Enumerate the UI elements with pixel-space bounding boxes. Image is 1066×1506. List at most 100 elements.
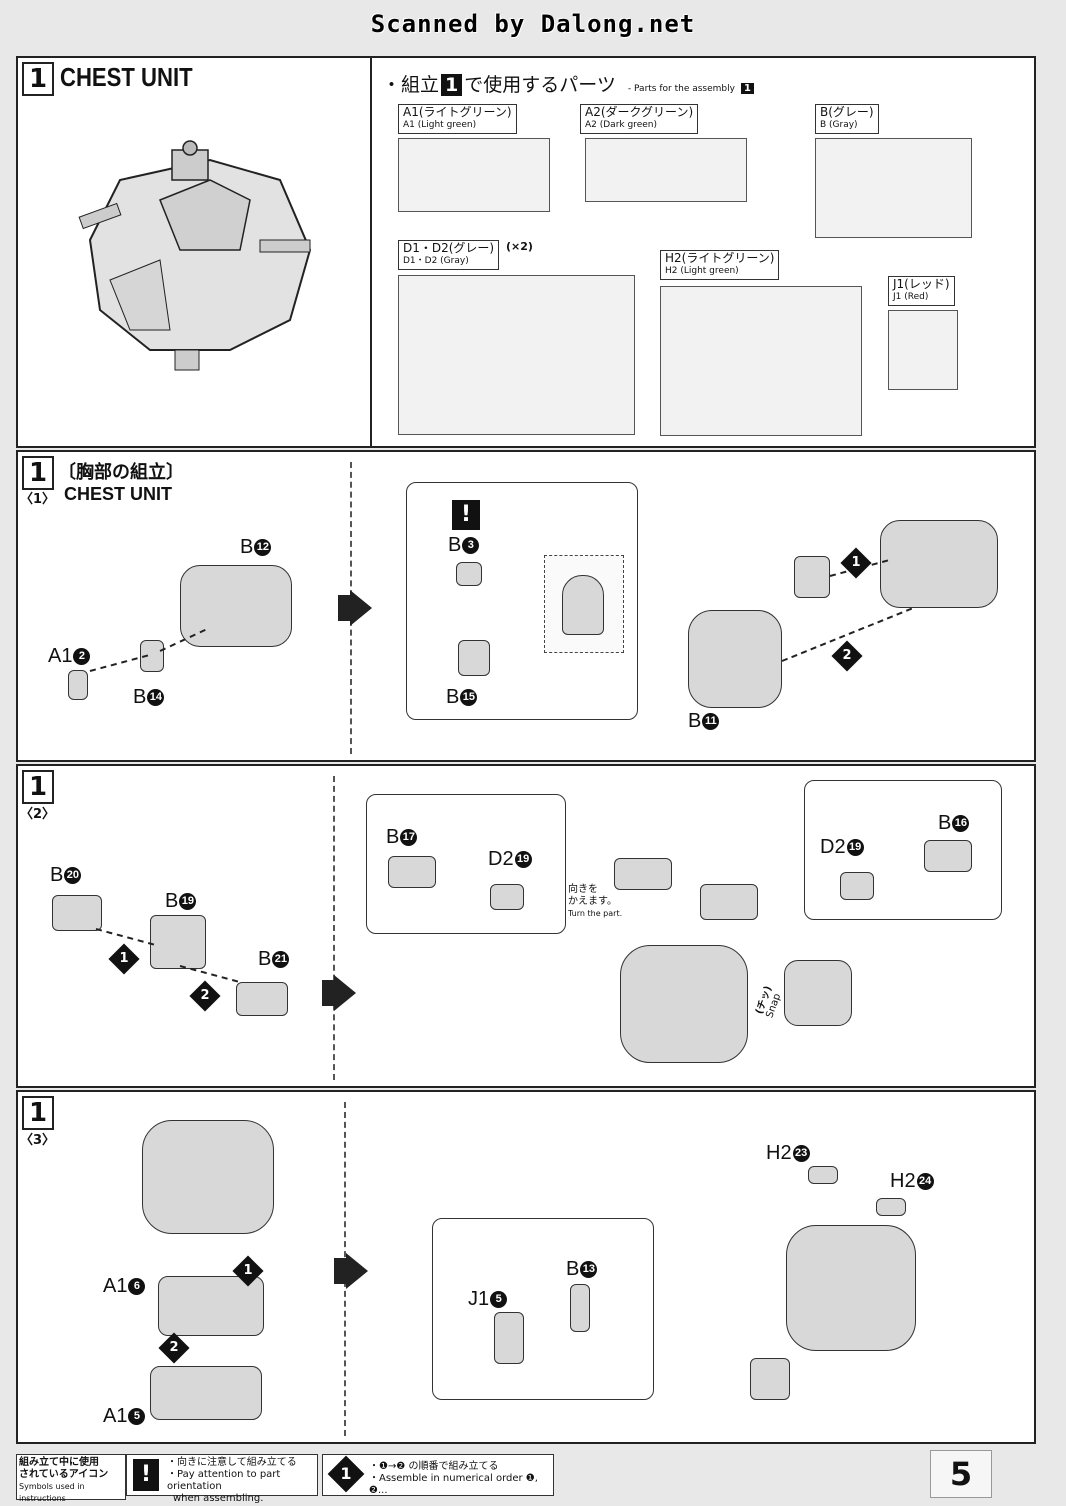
step2-flow-arrow <box>334 975 356 1011</box>
step3-detail-popup <box>432 1218 654 1400</box>
parts-heading-num: 1 <box>441 74 463 96</box>
step2-divider <box>333 776 335 1080</box>
part-b15 <box>458 640 490 676</box>
step1-warning-icon: ! <box>452 500 480 530</box>
step1-flow-bar <box>338 595 350 621</box>
part-b16 <box>924 840 972 872</box>
step2-number: 1 <box>22 770 54 804</box>
watermark: Scanned by Dalong.net <box>370 10 696 38</box>
step2-sub: 〈2〉 <box>20 807 56 822</box>
sprue-label-h2: H2(ライトグリーン)H2 (Light green) <box>660 250 780 280</box>
part-chest-assembly-final <box>786 1225 916 1351</box>
step3-order-1: 1 <box>232 1255 264 1287</box>
part-b11 <box>688 610 782 708</box>
part-b12 <box>180 565 292 647</box>
part-side-unit <box>784 960 852 1026</box>
sprue-h2-drawing <box>660 286 862 436</box>
step1-order-2: 2 <box>831 640 863 672</box>
part-h2-24 <box>876 1198 906 1216</box>
sprue-a2-drawing <box>585 138 747 202</box>
step3-number: 1 <box>22 1096 54 1130</box>
part-d2-19-left <box>490 884 524 910</box>
page-number: 5 <box>930 1450 992 1498</box>
footer-icons-legend: 組み立て中に使用 されているアイコン Symbols used in instr… <box>16 1454 126 1503</box>
part-chest-top <box>880 520 998 608</box>
sprue-a1-drawing <box>398 138 550 212</box>
part-b3 <box>456 562 482 586</box>
sprue-label-d1-d2: D1・D2(グレー)D1・D2 (Gray) <box>398 240 500 270</box>
step1-order-1: 1 <box>840 547 872 579</box>
part-chest-assembly-3 <box>142 1120 274 1234</box>
part-b16-assembled <box>700 884 758 920</box>
sprue-j1-drawing <box>888 310 958 390</box>
part-h2-23 <box>808 1166 838 1184</box>
step2-order-1: 1 <box>108 943 140 975</box>
part-b19 <box>150 915 206 969</box>
part-a1-5 <box>150 1366 262 1420</box>
warning-icon: ! <box>133 1459 159 1491</box>
step1-sub: 〈1〉 <box>20 492 56 507</box>
part-j1-5-assembled <box>750 1358 790 1400</box>
parts-heading-jp: ・組立 <box>382 74 440 96</box>
step3-flow-bar <box>334 1258 346 1284</box>
footer-warning-legend: ! ・向きに注意して組み立てる ・Pay attention to part o… <box>126 1454 318 1504</box>
step1-title-en: CHEST UNIT <box>64 484 172 504</box>
chest-unit-illustration <box>78 140 312 371</box>
part-chest-assembly-2 <box>620 945 748 1063</box>
turn-part-note: 向きを かえます。 Turn the part. <box>568 884 623 918</box>
step1-title-jp: 〔胸部の組立〕 <box>58 462 184 483</box>
part-b3-detail <box>562 575 604 635</box>
part-b17 <box>388 856 436 888</box>
page-title: CHEST UNIT <box>60 62 193 92</box>
part-b21 <box>236 982 288 1016</box>
step1-flow-arrow <box>350 590 372 626</box>
sprue-label-a1: A1(ライトグリーン)A1 (Light green) <box>398 104 517 134</box>
parts-heading-en: - Parts for the assembly <box>627 84 735 94</box>
part-b3-b15-assembled <box>794 556 830 598</box>
footer-order-legend: 1 ・❶→❷ の順番で組み立てる ・Assemble in numerical … <box>322 1454 554 1496</box>
sprue-qty-d: (×2) <box>506 240 533 253</box>
part-b14 <box>140 640 164 672</box>
step1-number: 1 <box>22 456 54 490</box>
parts-heading-suffix: で使用するパーツ <box>464 74 616 96</box>
step3-flow-arrow <box>346 1253 368 1289</box>
part-a1-6 <box>158 1276 264 1336</box>
step3-sub: 〈3〉 <box>20 1133 56 1148</box>
part-d2-19-right <box>840 872 874 900</box>
part-b13 <box>570 1284 590 1332</box>
sprue-label-j1: J1(レッド)J1 (Red) <box>888 276 955 306</box>
part-a1-2 <box>68 670 88 700</box>
sprue-label-b: B(グレー)B (Gray) <box>815 104 879 134</box>
step3-order-2: 2 <box>158 1332 190 1364</box>
part-j1-5 <box>494 1312 524 1364</box>
sprue-label-a2: A2(ダークグリーン)A2 (Dark green) <box>580 104 699 134</box>
step2-flow-bar <box>322 980 334 1006</box>
parts-heading-en-num: 1 <box>741 83 754 94</box>
part-b20 <box>52 895 102 931</box>
header-step-number: 1 <box>22 62 54 96</box>
part-b17-assembled <box>614 858 672 890</box>
sprue-b-drawing <box>815 138 972 238</box>
sprue-d-drawing <box>398 275 635 435</box>
step2-order-2: 2 <box>189 980 221 1012</box>
